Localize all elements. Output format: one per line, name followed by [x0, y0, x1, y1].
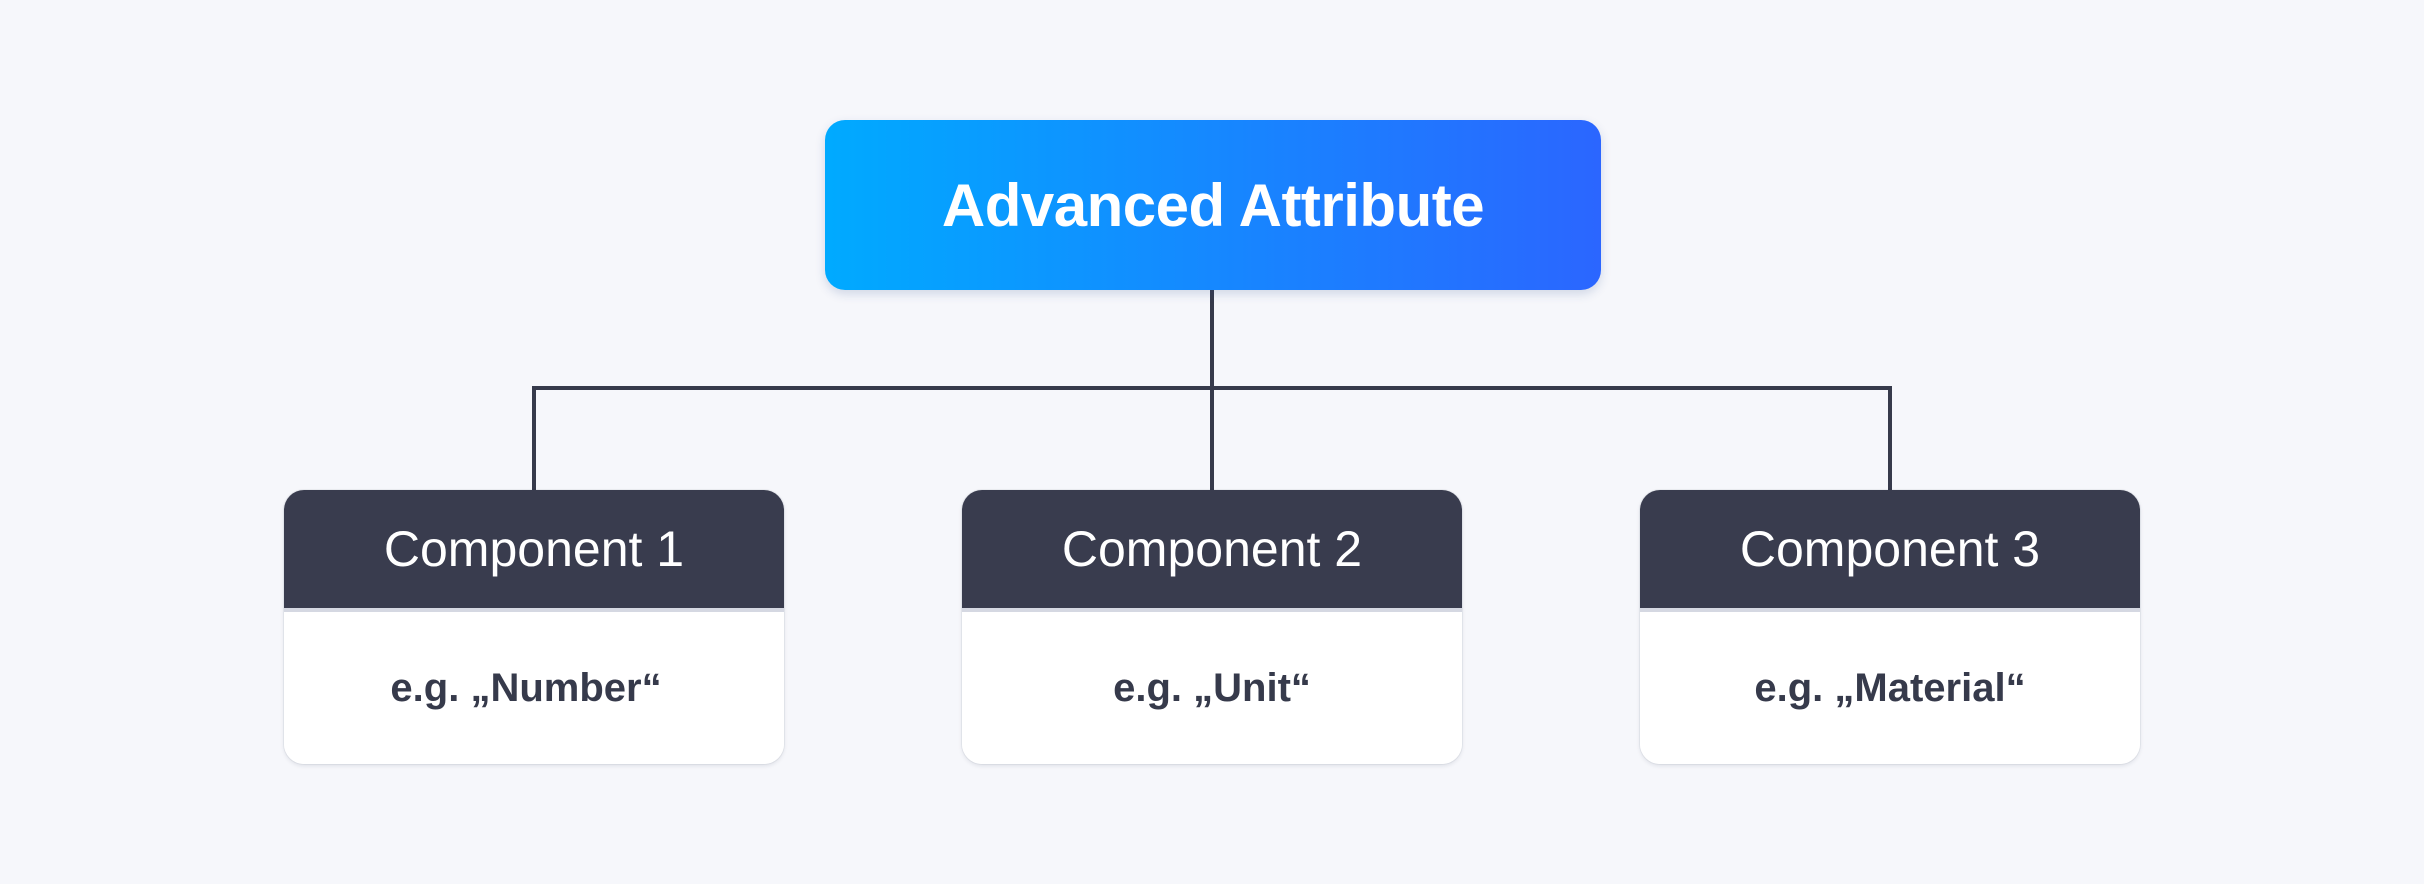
component-card-body: e.g. „Unit“ — [962, 612, 1462, 764]
component-example: e.g. „Material“ — [1754, 665, 2026, 710]
component-card-header: Component 2 — [962, 490, 1462, 612]
component-card-body: e.g. „Material“ — [1640, 612, 2140, 764]
component-card-header: Component 1 — [284, 490, 784, 612]
component-card-header: Component 3 — [1640, 490, 2140, 612]
component-card-2: Component 2 e.g. „Unit“ — [962, 490, 1462, 764]
component-title: Component 2 — [1061, 521, 1363, 577]
component-card-body: e.g. „Number“ — [284, 612, 784, 764]
component-title: Component 3 — [1739, 521, 2041, 577]
connector-group — [532, 288, 1892, 492]
component-card-3: Component 3 e.g. „Material“ — [1640, 490, 2140, 764]
advanced-attribute-node: Advanced Attribute — [825, 120, 1601, 290]
advanced-attribute-label: Advanced Attribute — [941, 171, 1485, 239]
component-title: Component 1 — [383, 521, 685, 577]
component-card-1: Component 1 e.g. „Number“ — [284, 490, 784, 764]
component-example: e.g. „Unit“ — [1113, 665, 1311, 710]
component-example: e.g. „Number“ — [390, 665, 662, 710]
